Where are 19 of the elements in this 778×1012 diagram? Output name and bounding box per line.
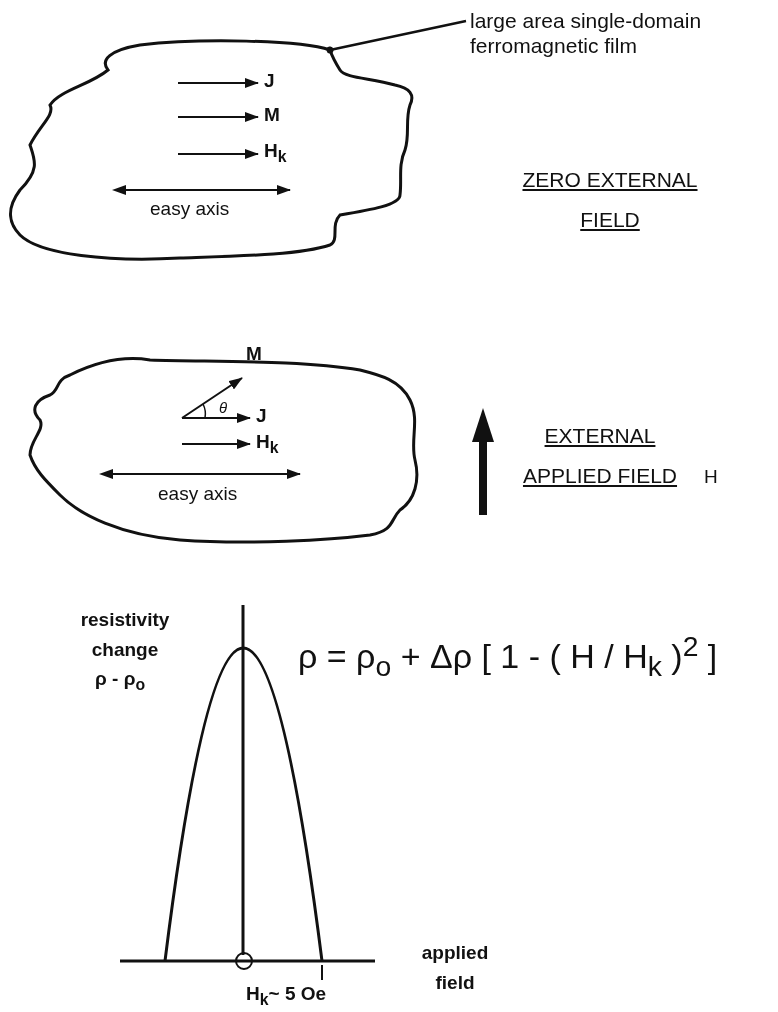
vector-label: H$_{k}$ — [264, 140, 288, 167]
vector-label: H$_{k}$ — [256, 431, 280, 458]
axis-label: easy axis — [158, 483, 239, 506]
vector-label: J — [264, 70, 276, 93]
axis-label: ρ - ρ$_{o}$ — [95, 668, 147, 695]
leader-line — [326, 19, 467, 54]
field-symbol: H — [704, 466, 719, 489]
axis-label: easy axis — [150, 198, 231, 221]
angle-label: θ — [219, 399, 229, 417]
vector-label: M — [264, 104, 281, 127]
vector-label: J — [256, 405, 268, 428]
condition-heading: EXTERNAL APPLIED FIELD — [521, 423, 679, 489]
tick-label: H$_{k}$~ 5 Oe — [246, 983, 328, 1010]
callout-text: large area single-domain ferromagnetic film — [470, 8, 770, 59]
axis-label: applied field — [420, 941, 490, 996]
condition-heading: ZERO EXTERNAL FIELD — [521, 167, 699, 233]
formula: ρ = ρ$_{o}$ + Δρ [ 1 - ( H / H$_{k}$ )$^{2}$ ] — [298, 630, 719, 685]
vector-label: M — [246, 343, 263, 366]
film-drawing — [9, 39, 414, 261]
